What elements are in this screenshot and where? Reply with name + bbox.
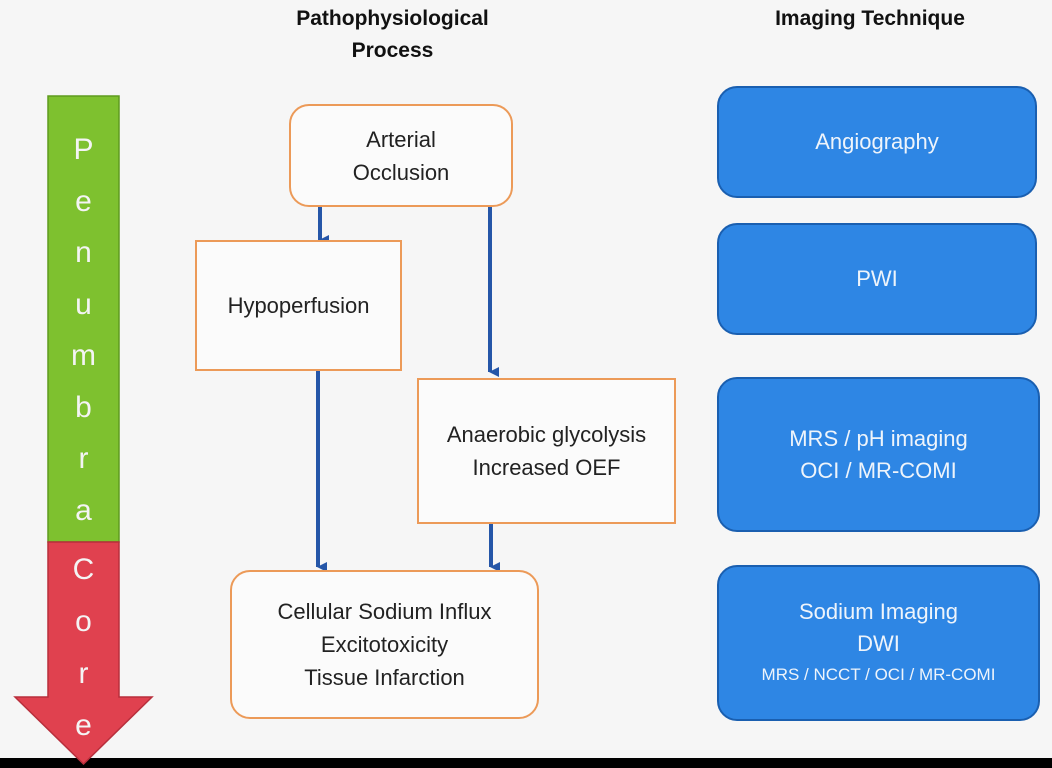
influx-line3: Tissue Infarction [304,665,465,690]
penumbra-letter: m [71,339,96,372]
header-process: Pathophysiological Process [250,3,535,67]
header-process-line1: Pathophysiological [296,7,489,30]
header-process-line2: Process [351,39,434,62]
penumbra-letter: b [75,390,92,424]
sodium-line3: MRS / NCCT / OCI / MR-COMI [761,665,996,684]
core-letter: r [78,657,89,690]
influx-line2: Excitotoxicity [320,632,449,657]
mrs-line2: OCI / MR-COMI [800,457,957,483]
occlusion-line2: Occlusion [352,159,450,185]
sodium-line2: DWI [857,631,900,656]
imaging-mrs-ph: MRS / pH imaging OCI / MR-COMI [717,377,1040,532]
penumbra-letter: u [75,287,92,321]
box-arterial-occlusion: Arterial Occlusion [289,104,513,207]
occlusion-line1: Arterial [366,126,436,152]
header-imaging: Imaging Technique [775,7,965,30]
penumbra-letter: a [75,493,92,527]
influx-line1: Cellular Sodium Influx [277,599,492,624]
box-hypoperfusion: Hypoperfusion [195,240,402,371]
anaerobic-line1: Anaerobic glycolysis [446,422,647,447]
box-cellular-sodium-influx: Cellular Sodium Influx Excitotoxicity Ti… [230,570,539,719]
sodium-line1: Sodium Imaging [799,599,958,624]
imaging-pwi: PWI [717,223,1037,335]
mrs-line1: MRS / pH imaging [789,425,968,451]
anaerobic-line2: Increased OEF [472,455,621,480]
penumbra-letter: e [75,184,92,218]
penumbra-letter: r [78,442,89,475]
imaging-angiography: Angiography [717,86,1037,198]
angiography-label: Angiography [815,129,939,154]
penumbra-letter: n [75,236,92,269]
imaging-sodium: Sodium Imaging DWI MRS / NCCT / OCI / MR… [717,565,1040,721]
penumbra-letter: P [73,133,94,166]
core-letter: C [72,553,95,586]
penumbra-bar [47,95,120,543]
core-letter: e [75,709,92,742]
core-arrowhead [13,541,154,766]
penumbra-core-arrow [13,95,154,766]
pwi-label: PWI [856,266,898,291]
core-letter: o [75,605,92,638]
hypoperfusion-line1: Hypoperfusion [227,293,370,318]
box-anaerobic-glycolysis: Anaerobic glycolysis Increased OEF [417,378,676,524]
